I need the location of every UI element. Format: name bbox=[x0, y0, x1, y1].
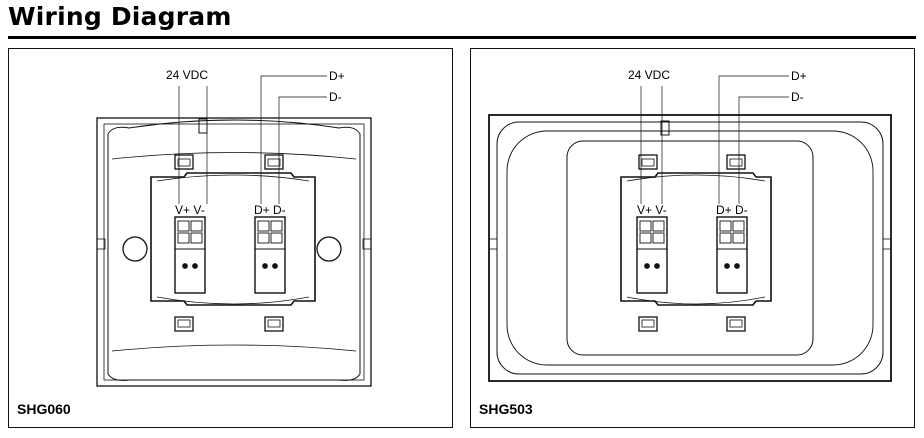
clip-top-right-inner bbox=[267, 158, 281, 167]
clip-top-left bbox=[174, 154, 194, 170]
clip-bottom-right-inner bbox=[267, 319, 281, 328]
label-24vdc: 24 VDC bbox=[166, 68, 208, 82]
terminal-power-screw-1 bbox=[644, 263, 650, 269]
terminal-power-vminus-lower bbox=[190, 232, 203, 244]
terminal-power-screw-1 bbox=[182, 263, 188, 269]
model-label-shg503: SHG503 bbox=[479, 401, 533, 417]
clip-top-left bbox=[638, 154, 658, 170]
clip-top-right-inner bbox=[729, 158, 743, 167]
label-vplus-vminus: V+ V- bbox=[175, 203, 205, 217]
clip-top-left-inner bbox=[641, 158, 655, 167]
terminal-power-vplus bbox=[177, 220, 190, 232]
label-dminus: D- bbox=[791, 90, 804, 104]
module-arcs bbox=[626, 174, 766, 305]
terminal-power-vminus-lower bbox=[652, 232, 665, 244]
wiring-drawing-shg060: 24 VDC D+ D- V+ V- D+ D- bbox=[96, 68, 372, 387]
clip-bottom-right bbox=[726, 316, 746, 332]
clip-top-left-inner bbox=[177, 158, 191, 167]
outer-frame bbox=[488, 114, 892, 382]
diagram-panel-shg060: 24 VDC D+ D- V+ V- D+ D- SHG060 bbox=[8, 48, 453, 428]
terminal-block-power bbox=[174, 216, 206, 294]
label-dplus-dminus: D+ D- bbox=[716, 203, 748, 217]
label-dplus: D+ bbox=[329, 69, 345, 83]
slot-left bbox=[488, 238, 498, 250]
terminal-data-dplus-lower bbox=[257, 232, 270, 244]
top-notch bbox=[660, 120, 670, 136]
outer-frame bbox=[96, 117, 372, 387]
centre-plate bbox=[566, 140, 814, 356]
terminal-power-screw-2 bbox=[192, 263, 198, 269]
terminal-data-screw-1 bbox=[262, 263, 268, 269]
clip-bottom-right bbox=[264, 316, 284, 332]
terminal-power-vminus bbox=[652, 220, 665, 232]
clip-top-right bbox=[726, 154, 746, 170]
wire-dminus bbox=[278, 96, 327, 204]
terminal-block-power bbox=[636, 216, 668, 294]
terminal-power-screw-2 bbox=[654, 263, 660, 269]
inner-frame bbox=[103, 123, 365, 381]
plate-outline bbox=[506, 130, 874, 366]
screw-hole-right bbox=[316, 236, 342, 262]
label-24vdc: 24 VDC bbox=[628, 68, 670, 82]
title-underline bbox=[8, 36, 916, 39]
terminal-data-dplus-lower bbox=[719, 232, 732, 244]
plate-arc-top bbox=[111, 152, 357, 160]
terminal-data-dminus bbox=[732, 220, 745, 232]
clip-bottom-left bbox=[174, 316, 194, 332]
label-vplus-vminus: V+ V- bbox=[637, 203, 667, 217]
screw-hole-left bbox=[122, 236, 148, 262]
clip-bottom-left-inner bbox=[641, 319, 655, 328]
label-dminus: D- bbox=[329, 90, 342, 104]
terminal-data-dminus-lower bbox=[732, 232, 745, 244]
terminal-block-data bbox=[716, 216, 748, 294]
inner-frame bbox=[496, 121, 884, 375]
diagram-panel-shg503: 24 VDC D+ D- V+ V- D+ D- SHG503 bbox=[470, 48, 915, 428]
wiring-drawing-shg503: 24 VDC D+ D- V+ V- D+ D- bbox=[488, 68, 892, 382]
slot-right bbox=[882, 238, 892, 250]
model-label-shg060: SHG060 bbox=[17, 401, 71, 417]
slot-left bbox=[96, 238, 106, 250]
wire-dplus bbox=[260, 75, 327, 204]
plate-arc-bottom bbox=[111, 344, 357, 352]
terminal-data-dminus bbox=[270, 220, 283, 232]
page-title: Wiring Diagram bbox=[8, 2, 232, 31]
plate-outline bbox=[107, 119, 361, 381]
clip-bottom-right-inner bbox=[729, 319, 743, 328]
slot-right bbox=[362, 238, 372, 250]
wire-dplus bbox=[718, 75, 789, 204]
module-body bbox=[620, 172, 772, 306]
clip-top-right bbox=[264, 154, 284, 170]
label-dplus: D+ bbox=[791, 69, 807, 83]
label-dplus-dminus: D+ D- bbox=[254, 203, 286, 217]
terminal-power-vplus bbox=[639, 220, 652, 232]
terminal-data-dplus bbox=[257, 220, 270, 232]
wire-dminus bbox=[738, 96, 789, 204]
terminal-data-screw-2 bbox=[272, 263, 278, 269]
terminal-block-data bbox=[254, 216, 286, 294]
terminal-power-vplus-lower bbox=[177, 232, 190, 244]
terminal-data-screw-2 bbox=[734, 263, 740, 269]
module-arcs bbox=[156, 174, 310, 305]
clip-bottom-left bbox=[638, 316, 658, 332]
terminal-data-dplus bbox=[719, 220, 732, 232]
clip-bottom-left-inner bbox=[177, 319, 191, 328]
terminal-power-vplus-lower bbox=[639, 232, 652, 244]
terminal-power-vminus bbox=[190, 220, 203, 232]
terminal-data-dminus-lower bbox=[270, 232, 283, 244]
terminal-data-screw-1 bbox=[724, 263, 730, 269]
